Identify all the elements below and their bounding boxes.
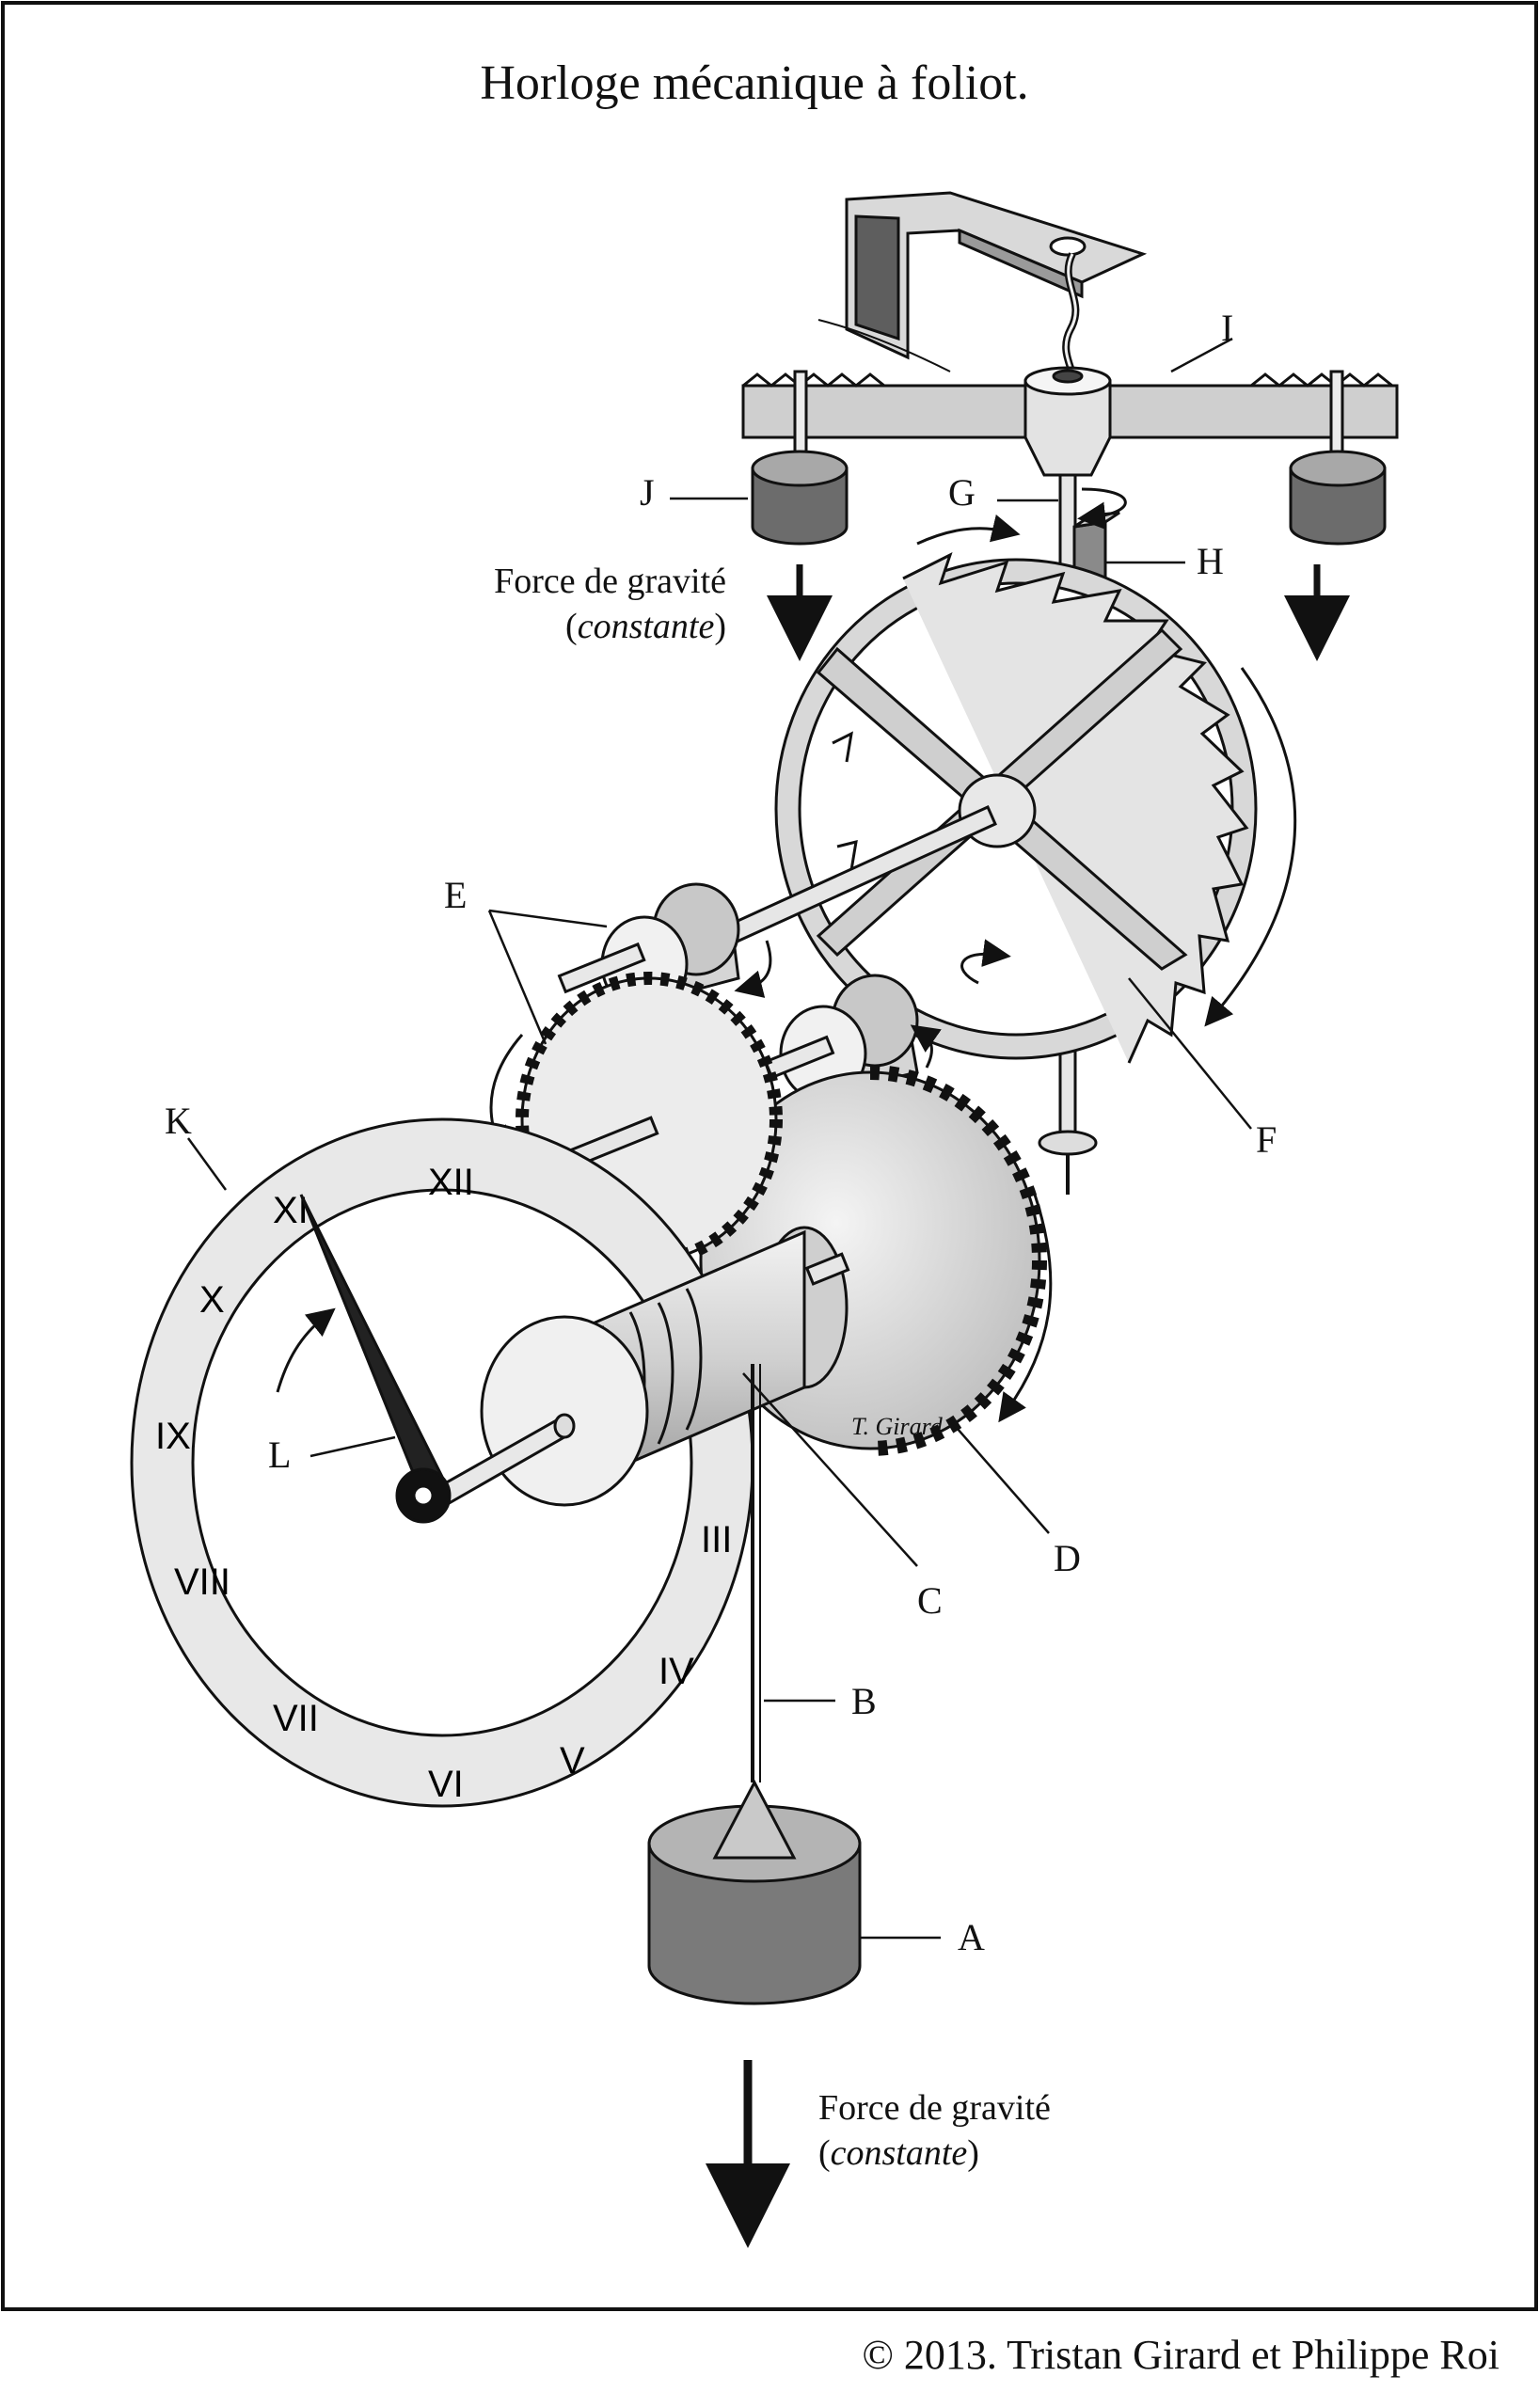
support-bracket [817, 191, 1148, 372]
rotation-arrow-pinion-lower [910, 1024, 942, 1069]
numeral-5: V [560, 1740, 585, 1782]
numeral-9: IX [155, 1416, 191, 1457]
label-I: I [1221, 307, 1233, 349]
svg-text:(constante): (constante) [818, 2133, 979, 2173]
numeral-8: VIII [174, 1561, 230, 1603]
leader-lines [186, 337, 1252, 1940]
rotation-arrow-dial [276, 1307, 336, 1393]
rotation-arrow-wheel [1204, 667, 1297, 1027]
numeral-3: III [701, 1519, 732, 1560]
gravity-annotation-bottom: Force de gravité (constante) [818, 2088, 1051, 2173]
rotation-arrow-gear-large [998, 1194, 1053, 1423]
crown-wheel [774, 552, 1258, 1064]
gravity-top-note: constante [578, 607, 715, 646]
numeral-12: XII [428, 1162, 474, 1203]
regulating-weight-right [1289, 450, 1387, 546]
numeral-10: X [199, 1279, 225, 1321]
label-D: D [1054, 1537, 1081, 1579]
rotation-arrow-top [916, 514, 1021, 546]
frame-border [1, 1, 1538, 2311]
numeral-6: VI [428, 1764, 464, 1805]
gravity-bottom-note: constante [831, 2133, 968, 2173]
label-B: B [851, 1680, 877, 1722]
drive-weight [647, 1779, 862, 2005]
label-C: C [917, 1579, 943, 1622]
dial-numerals: XII XI X IX VIII VII VI V IV III [155, 1162, 732, 1805]
clock-hand [299, 1194, 452, 1524]
pinion-lower [763, 974, 919, 1102]
label-L: L [268, 1434, 291, 1476]
diagram-title: Horloge mécanique à foliot. [480, 56, 1028, 110]
numeral-4: IV [658, 1651, 694, 1692]
foliot-bar [741, 366, 1399, 477]
svg-text:(constante): (constante) [565, 607, 726, 646]
artist-signature: T. Girard [851, 1413, 944, 1440]
part-labels: A B C D E F G H I J K L [165, 307, 1277, 1958]
regulating-weight-left [751, 450, 849, 546]
copyright-notice: © 2013. Tristan Girard et Philippe Roi [862, 2332, 1499, 2378]
rotation-arrow-inner [960, 939, 1011, 985]
numeral-7: VII [273, 1698, 319, 1739]
rotation-arrow-pinion-upper [734, 940, 772, 998]
label-J: J [640, 471, 655, 514]
gravity-bottom-text: Force de gravité [818, 2088, 1051, 2128]
label-H: H [1197, 540, 1224, 582]
label-F: F [1256, 1118, 1277, 1161]
label-E: E [444, 874, 467, 916]
rotation-arrow-axle [1077, 487, 1127, 531]
gravity-top-text: Force de gravité [494, 562, 726, 601]
label-G: G [948, 471, 976, 514]
label-K: K [165, 1100, 192, 1142]
gravity-annotation-top: Force de gravité (constante) [494, 562, 726, 646]
clock-dial [130, 1117, 754, 1808]
label-A: A [958, 1916, 985, 1958]
